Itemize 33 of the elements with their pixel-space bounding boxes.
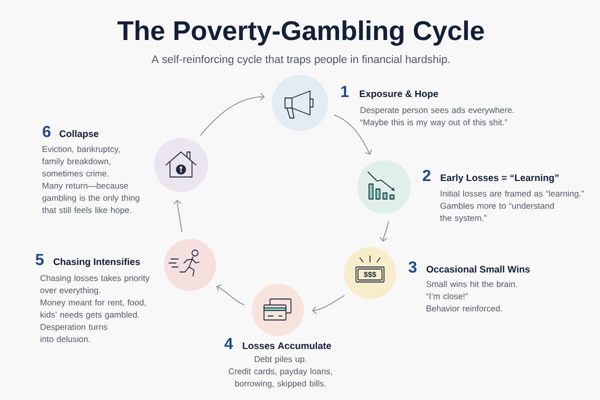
step-heading: Exposure & Hope xyxy=(360,90,438,99)
cycle-arrow xyxy=(200,92,265,136)
step-number: 2 xyxy=(422,170,430,181)
step-number: 4 xyxy=(224,338,234,349)
step-number: 3 xyxy=(408,261,417,273)
step-heading: Early Losses = “Learning” xyxy=(440,174,559,183)
step-description: Gambles more to “understand the system.” xyxy=(440,202,554,223)
step-number: 6 xyxy=(42,126,51,138)
step-description: “I’m close!” xyxy=(426,293,468,300)
step-description: Chasing losses takes priority over everything. xyxy=(40,274,150,295)
cycle-arrow xyxy=(216,284,246,306)
step-heading: Chasing Intensifies xyxy=(54,258,140,267)
step-description: Behavior reinforced. xyxy=(426,305,502,312)
cycle-arrow xyxy=(173,200,182,233)
cycle-arrow xyxy=(312,294,346,314)
step-description: Desperate person sees ads everywhere. xyxy=(360,106,514,115)
step-description: Initial losses are framed as “learning.” xyxy=(440,190,584,198)
step-number: 5 xyxy=(36,254,44,266)
step-heading: Occasional Small Wins xyxy=(426,266,530,273)
title: The Poverty-Gambling Cycle xyxy=(118,20,484,46)
step-description: Many return—because gambling is the only thing that still feels like hope. xyxy=(42,182,140,215)
step-heading: Collapse xyxy=(60,130,98,139)
cycle-arrow xyxy=(380,220,389,242)
step-heading: Losses Accumulate xyxy=(242,342,332,350)
step-description: Desperation turns into delusion. xyxy=(40,324,108,342)
step-description: “Maybe this is my way out of this shit.” xyxy=(360,119,508,127)
step-number: 1 xyxy=(341,86,349,97)
step-description: Credit cards, payday loans, borrowing, skipped bills. xyxy=(228,368,332,388)
step-description: Debt piles up. xyxy=(254,356,306,364)
step-description: Small wins hit the brain. xyxy=(426,280,517,288)
cycle-arrow xyxy=(334,114,372,155)
step-description: Eviction, bankruptcy, family breakdown, sometimes crime. xyxy=(42,146,120,176)
step-description: Money meant for rent, food, kids’ needs gets gambled. xyxy=(40,299,146,320)
